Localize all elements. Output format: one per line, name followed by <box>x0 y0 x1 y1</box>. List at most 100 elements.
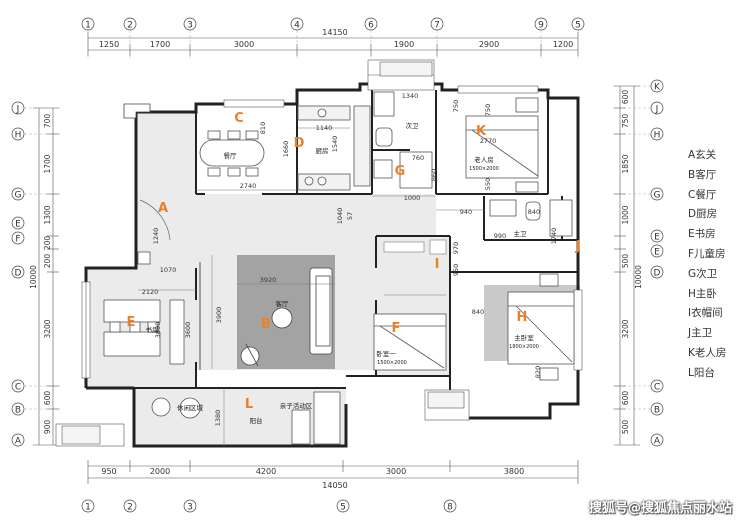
legend-item: H主卧 <box>688 287 717 300</box>
dim-d1: 1540 <box>331 136 339 153</box>
dim-top-1: 1250 <box>99 40 119 49</box>
dim-left-4: 200 <box>43 236 52 251</box>
axis-left-B: B <box>11 402 25 416</box>
svg-text:8: 8 <box>447 503 453 513</box>
legend-item: L阳台 <box>688 366 715 379</box>
svg-text:D: D <box>654 269 661 279</box>
dim-bottom-total: 14050 <box>322 481 347 490</box>
svg-text:E: E <box>15 220 21 230</box>
dim-corridor: 1000 <box>404 194 421 202</box>
svg-text:1: 1 <box>85 21 91 31</box>
dim-left-total: 10000 <box>29 265 38 289</box>
axis-top-9: 9 <box>534 17 548 31</box>
axis-bottom-8: 8 <box>443 499 457 513</box>
dining-table <box>199 130 265 177</box>
legend-item: J主卫 <box>688 327 713 340</box>
axis-top-2: 2 <box>123 17 137 31</box>
dim-study-d2: 3600 <box>184 322 192 339</box>
axis-right-B: B <box>650 402 664 416</box>
room-name-elderly: 老人房 <box>474 155 494 164</box>
room-legend: A玄关 B客厅 C餐厅 D厨房 E书房 F儿童房 G次卫 H主卧 I衣帽间 J主… <box>688 146 740 384</box>
dim-h1: 840 <box>472 308 484 316</box>
living-sofa <box>240 267 333 367</box>
axis-bottom-2: 2 <box>123 499 137 513</box>
axis-right-K: K <box>650 79 664 93</box>
svg-text:B: B <box>654 406 660 416</box>
room-letter-K: K <box>476 124 487 139</box>
svg-text:3: 3 <box>187 503 193 513</box>
dim-study-d1: 3800 <box>154 322 162 339</box>
axis-right-H: H <box>650 127 664 141</box>
room-size-child: 1500×2000 <box>377 360 407 366</box>
legend-item: F儿童房 <box>688 247 726 260</box>
dim-i2: 970 <box>452 242 460 254</box>
room-letter-D: D <box>294 136 305 151</box>
entry-door-swing <box>139 199 171 241</box>
svg-text:5: 5 <box>575 21 581 31</box>
dim-g1: 760 <box>412 154 424 162</box>
bottom-dimension-chain <box>87 460 579 484</box>
dim-balcony-depth: 1380 <box>214 410 222 427</box>
bed-elderly-room <box>465 97 539 193</box>
legend-item: D厨房 <box>688 208 718 221</box>
axis-left-H: H <box>11 127 25 141</box>
svg-text:H: H <box>15 131 22 141</box>
balcony-furniture <box>151 391 341 445</box>
room-letter-J: J <box>575 239 581 254</box>
svg-text:2: 2 <box>127 503 133 513</box>
legend-item: G次卫 <box>688 267 718 280</box>
room-letter-G: G <box>395 164 406 179</box>
dim-bottom-4: 3000 <box>386 467 406 476</box>
dim-right-3: 1850 <box>621 154 630 173</box>
dim-a2: 57 <box>346 212 354 220</box>
svg-text:3: 3 <box>187 21 193 31</box>
axis-right-D: D <box>650 265 664 279</box>
axis-left-F: F <box>11 231 25 245</box>
legend-item: A玄关 <box>688 149 717 161</box>
axis-top-7: 7 <box>430 17 444 31</box>
svg-text:A: A <box>15 437 22 447</box>
dim-foyer: 1240 <box>152 228 160 245</box>
dim-top-6: 1200 <box>553 40 573 49</box>
dim-g2: 860 <box>430 169 438 181</box>
dim-left-8: 900 <box>43 420 52 435</box>
dim-k-top: 750 <box>452 100 460 112</box>
axis-bottom-1: 1 <box>81 499 95 513</box>
dim-a1: 1040 <box>336 208 344 225</box>
room-name-study: 书房 <box>146 325 159 334</box>
dim-i1: 950 <box>452 264 460 276</box>
dim-j3: 840 <box>528 208 540 216</box>
dim-k1: 550 <box>484 178 492 190</box>
walk-in-closet <box>383 239 447 296</box>
room-name-kitchen: 厨房 <box>316 146 329 155</box>
axis-right-J: J <box>650 101 664 115</box>
axis-left-A: A <box>11 433 25 447</box>
room-letter-L: L <box>245 397 253 412</box>
axis-top-1: 1 <box>81 17 95 31</box>
dim-j1: 940 <box>460 208 472 216</box>
legend-item: E书房 <box>688 228 716 241</box>
axis-top-3: 3 <box>183 17 197 31</box>
dim-left-2: 1700 <box>43 154 52 173</box>
room-letter-E: E <box>127 315 136 330</box>
dim-left-1: 700 <box>43 114 52 129</box>
svg-text:G: G <box>654 191 661 201</box>
room-name-master-bath: 主卫 <box>514 229 528 238</box>
dim-top-total: 14150 <box>322 28 347 37</box>
room-name-dining: 餐厅 <box>224 151 238 160</box>
axis-top-5: 5 <box>571 17 585 31</box>
dim-living-width: 3920 <box>260 276 277 284</box>
axis-right-G: G <box>650 187 664 201</box>
dim-study-width: 2120 <box>142 288 159 296</box>
study-furniture <box>103 251 185 365</box>
legend-item: C餐厅 <box>688 188 717 201</box>
dim-c2: 1660 <box>282 141 290 158</box>
dim-j2: 990 <box>494 232 506 240</box>
svg-text:5: 5 <box>340 503 346 513</box>
kitchen-counters <box>297 105 371 191</box>
room-size-elderly: 1500×2000 <box>469 166 499 172</box>
svg-text:E: E <box>654 248 660 258</box>
dim-bottom-2: 2000 <box>150 467 170 476</box>
dim-j4: 1740 <box>550 228 558 245</box>
